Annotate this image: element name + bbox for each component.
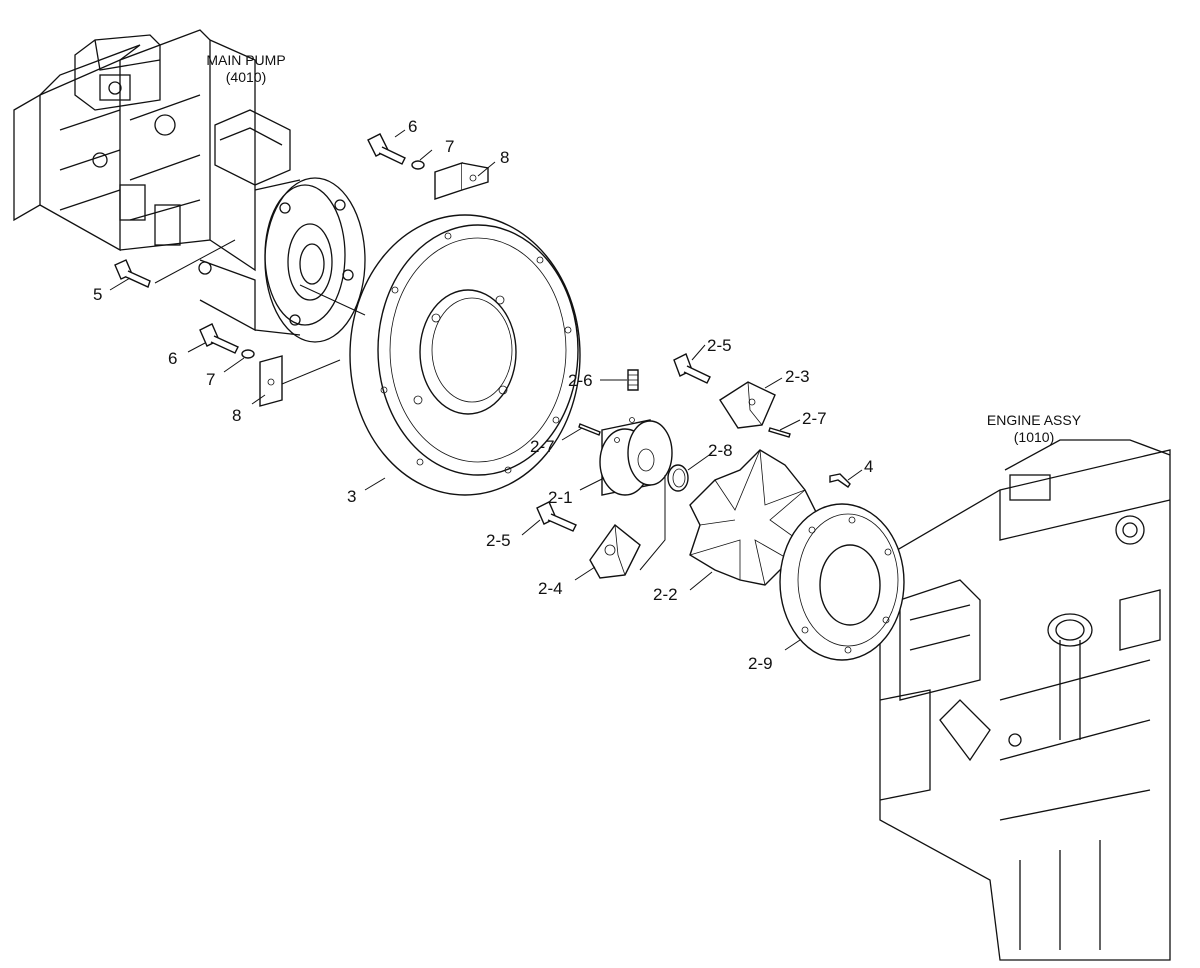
part-2-1-hub (599, 417, 673, 496)
engine-assy-code: (1010) (1014, 429, 1054, 445)
part-2-5-bolt-top (673, 353, 711, 384)
callout-8-top: 8 (500, 148, 509, 167)
main-pump-code: (4010) (226, 69, 266, 85)
callout-2-3: 2-3 (785, 367, 810, 386)
part-8-bracket-top (434, 162, 489, 200)
callout-2-2: 2-2 (653, 585, 678, 604)
part-2-5-bolt-bottom (536, 501, 577, 532)
callout-2-9: 2-9 (748, 654, 773, 673)
part-2-6-set-screw (627, 369, 639, 391)
callout-2-1: 2-1 (548, 488, 573, 507)
leader-lines (109, 129, 863, 651)
part-4-screw (829, 473, 851, 488)
part-7-washer-left (241, 349, 255, 359)
callout-8-left: 8 (232, 406, 241, 425)
callout-2-5-top: 2-5 (707, 336, 732, 355)
part-2-3-jaw (719, 381, 776, 429)
part-6-bolt-left (199, 323, 239, 354)
callout-3: 3 (347, 487, 356, 506)
callout-2-8: 2-8 (708, 441, 733, 460)
part-2-7-pin-left (578, 423, 601, 436)
callout-2-6: 2-6 (568, 371, 593, 390)
callout-2-4: 2-4 (538, 579, 563, 598)
part-7-washer-top (411, 160, 425, 170)
part-2-7-pin-right (768, 427, 791, 438)
callout-7-left: 7 (206, 370, 215, 389)
callout-2-5-bottom: 2-5 (486, 531, 511, 550)
callout-2-7-right: 2-7 (802, 409, 827, 428)
part-2-4-jaw (589, 523, 641, 579)
part-2-9-flange (779, 503, 905, 661)
part-8-bracket-left (259, 355, 283, 407)
main-pump-drawing (13, 29, 366, 343)
main-pump-title: MAIN PUMP (206, 52, 285, 68)
callout-4: 4 (864, 457, 873, 476)
callout-2-7-left: 2-7 (530, 437, 555, 456)
callout-6-top: 6 (408, 117, 417, 136)
engine-drawing (879, 439, 1171, 961)
callout-7-top: 7 (445, 137, 454, 156)
engine-assy-title: ENGINE ASSY (987, 412, 1082, 428)
part-3-flywheel-housing (349, 214, 581, 496)
part-6-bolt-top (367, 133, 406, 165)
part-5-bolt (114, 259, 151, 288)
callout-6-left: 6 (168, 349, 177, 368)
callout-5: 5 (93, 285, 102, 304)
